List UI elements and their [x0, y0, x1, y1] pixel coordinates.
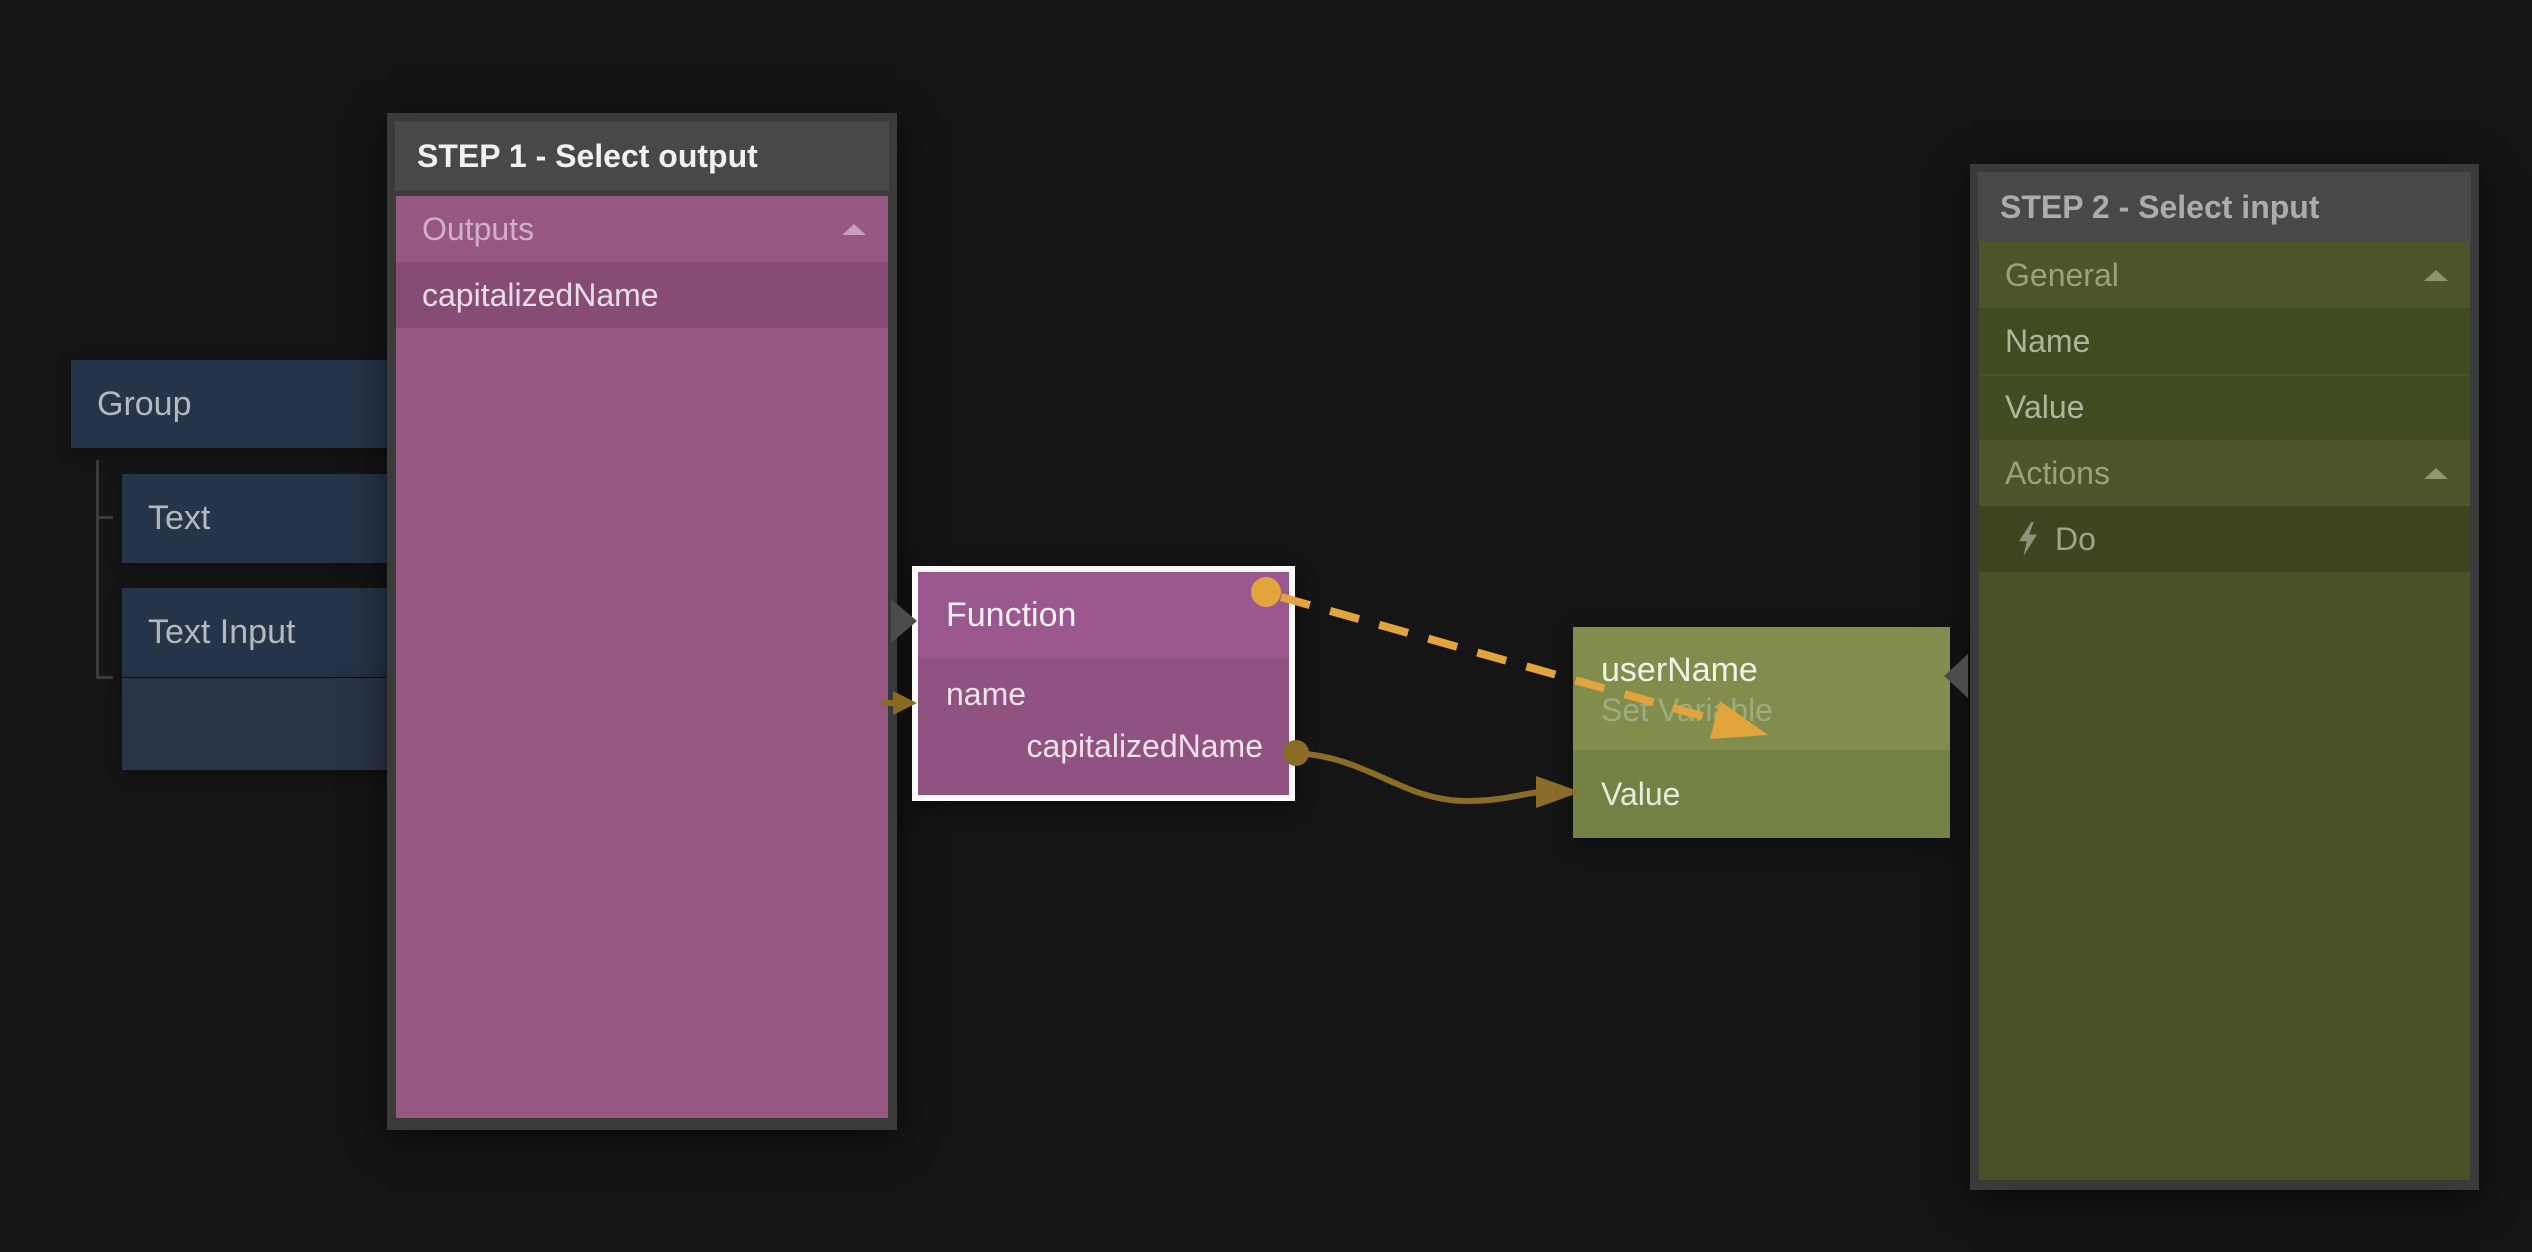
step2-panel: STEP 2 - Select input General Name Value… — [1970, 164, 2479, 1190]
group-node[interactable]: Group — [71, 360, 427, 448]
data-connection-solid[interactable] — [1295, 750, 1541, 805]
outputs-section-label: Outputs — [422, 210, 535, 247]
caret-up-icon[interactable] — [842, 224, 866, 235]
text-node-label: Text — [148, 499, 211, 537]
set-variable-node-header[interactable]: userName Set Variable — [1573, 627, 1950, 750]
step1-panel-body: Outputs capitalizedName — [396, 196, 888, 1118]
output-item-capitalizedname[interactable]: capitalizedName — [396, 262, 888, 328]
function-node-body: name capitalizedName — [918, 658, 1289, 795]
general-section-label: General — [2005, 256, 2119, 293]
function-input-name[interactable]: name — [946, 672, 1026, 716]
actions-section-label: Actions — [2005, 454, 2110, 491]
input-item-value[interactable]: Value — [1979, 374, 2470, 440]
unlabeled-node[interactable] — [122, 678, 401, 770]
function-output-capitalizedname[interactable]: capitalizedName — [1026, 724, 1263, 768]
function-input-label: name — [946, 675, 1027, 712]
tree-connector-line — [96, 676, 113, 679]
actions-section-row[interactable]: Actions — [1979, 440, 2470, 506]
step2-panel-header: STEP 2 - Select input — [1978, 172, 2471, 242]
function-output-label: capitalizedName — [1026, 727, 1263, 764]
input-item-name[interactable]: Name — [1979, 308, 2470, 374]
step2-panel-body: General Name Value Actions Do — [1979, 242, 2470, 1180]
general-section-row[interactable]: General — [1979, 242, 2470, 308]
set-variable-node-subtitle: Set Variable — [1601, 691, 1773, 728]
set-variable-node-title: userName — [1601, 650, 1758, 689]
input-item-label: Name — [2005, 322, 2091, 359]
input-item-label: Value — [2005, 388, 2085, 425]
step1-panel: STEP 1 - Select output Outputs capitaliz… — [387, 113, 897, 1130]
function-node-title: Function — [946, 595, 1077, 634]
output-item-label: capitalizedName — [422, 276, 659, 313]
text-input-node[interactable]: Text Input — [122, 588, 427, 677]
tree-connector-line — [96, 460, 99, 679]
function-node-header[interactable]: Function — [918, 572, 1289, 658]
text-input-node-label: Text Input — [148, 613, 296, 651]
caret-up-icon[interactable] — [2424, 270, 2448, 281]
tree-connector-line — [96, 516, 113, 519]
outputs-section-row[interactable]: Outputs — [396, 196, 888, 262]
step1-panel-title: STEP 1 - Select output — [417, 137, 758, 174]
lightning-icon — [2017, 522, 2039, 556]
set-variable-value-input[interactable]: Value — [1573, 750, 1950, 838]
caret-up-icon[interactable] — [2424, 468, 2448, 479]
step2-panel-title: STEP 2 - Select input — [2000, 188, 2320, 225]
group-node-label: Group — [97, 384, 192, 423]
value-input-label: Value — [1601, 775, 1681, 812]
function-node[interactable]: Function name capitalizedName — [912, 566, 1295, 801]
text-node[interactable]: Text — [122, 474, 427, 563]
action-item-do[interactable]: Do — [1979, 506, 2470, 572]
set-variable-node[interactable]: userName Set Variable Value — [1573, 627, 1950, 838]
step1-panel-header: STEP 1 - Select output — [395, 121, 889, 191]
action-item-label: Do — [2055, 520, 2096, 557]
